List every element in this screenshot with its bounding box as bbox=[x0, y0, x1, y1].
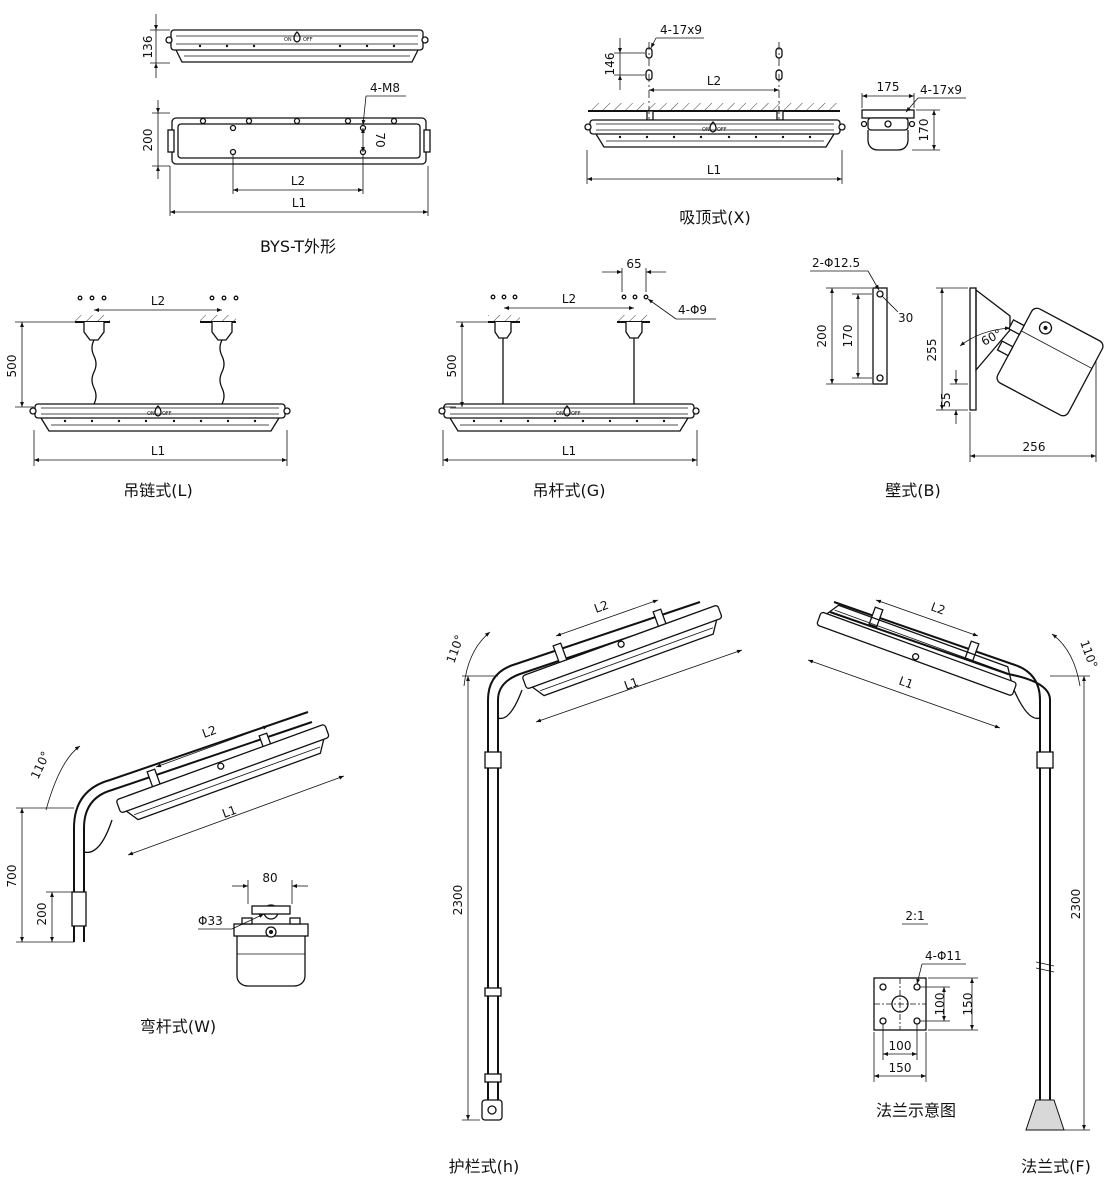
dim-wall-holes: 2-Φ12.5 bbox=[812, 256, 860, 270]
outline-side-view: ON OFF 136 bbox=[141, 14, 429, 78]
flange-l1: L1 bbox=[897, 674, 915, 692]
ceiling-l1: L1 bbox=[707, 163, 721, 177]
chain-switch-off: OFF bbox=[162, 411, 172, 417]
rod-switch-on: ON bbox=[556, 411, 564, 417]
dim-30: 30 bbox=[898, 311, 913, 325]
dim-100-h: 100 bbox=[889, 1039, 912, 1053]
chain-mount: L2 500 L1 吊链式(L) bbox=[5, 294, 291, 500]
dim-136: 136 bbox=[141, 36, 155, 59]
dim-ceiling-holes-side: 4-17x9 bbox=[920, 83, 962, 97]
dim-65: 65 bbox=[626, 257, 641, 271]
scale-label: 2:1 bbox=[905, 909, 924, 923]
dim-110-flange: 110° bbox=[1077, 638, 1100, 670]
dim-l1: L1 bbox=[292, 196, 306, 210]
dim-146: 146 bbox=[603, 53, 617, 76]
wall-mount: 2-Φ12.5 30 200 170 255 55 60° bbox=[810, 256, 1104, 500]
caption-rod: 吊杆式(G) bbox=[533, 481, 606, 500]
caption-guard: 护栏式(h) bbox=[449, 1157, 520, 1176]
dim-55: 55 bbox=[939, 392, 953, 407]
dim-170-wall: 170 bbox=[841, 325, 855, 348]
chain-l1: L1 bbox=[151, 444, 165, 458]
caption-flange: 法兰式(F) bbox=[1021, 1157, 1091, 1176]
bent-l2: L2 bbox=[200, 723, 218, 741]
dim-l2: L2 bbox=[291, 174, 305, 188]
dim-150-v: 150 bbox=[961, 993, 975, 1016]
flange-l2: L2 bbox=[929, 600, 947, 618]
caption-wall: 壁式(B) bbox=[885, 481, 940, 500]
guard-l1: L1 bbox=[622, 675, 640, 693]
caption-outline: BYS-T外形 bbox=[260, 237, 336, 256]
dim-150-h: 150 bbox=[889, 1061, 912, 1075]
caption-ceiling: 吸顶式(X) bbox=[679, 208, 750, 227]
ceiling-mount-side: 175 4-17x9 170 bbox=[860, 80, 966, 151]
chain-l2: L2 bbox=[151, 294, 165, 308]
guard-rail-mount: L2 L1 110° 2300 护栏式(h) bbox=[444, 598, 743, 1176]
dim-255: 255 bbox=[925, 339, 939, 362]
bent-l1: L1 bbox=[220, 803, 238, 821]
outline-top-view: 200 4-M8 70 L2 L1 BYS-T外形 bbox=[141, 81, 431, 256]
dim-200-wall: 200 bbox=[815, 325, 829, 348]
switch-on-label: ON bbox=[284, 37, 292, 43]
ceiling-switch-off: OFF bbox=[717, 127, 727, 133]
dim-110-bent: 110° bbox=[28, 749, 53, 781]
dim-110-guard: 110° bbox=[444, 633, 467, 665]
dim-ceiling-holes: 4-17x9 bbox=[660, 23, 702, 37]
caption-flange-detail: 法兰示意图 bbox=[876, 1101, 956, 1120]
flange-mount: L2 L1 110° 2300 法兰式(F) bbox=[807, 599, 1100, 1176]
ceiling-l2: L2 bbox=[707, 74, 721, 88]
dim-phi9: 4-Φ9 bbox=[678, 303, 707, 317]
rod-l1: L1 bbox=[562, 444, 576, 458]
flange-plate-detail: 2:1 4-Φ11 100 150 100 150 法兰示意图 bbox=[873, 909, 978, 1120]
rod-l2: L2 bbox=[562, 292, 576, 306]
dim-175: 175 bbox=[877, 80, 900, 94]
dim-700: 700 bbox=[5, 865, 19, 888]
dim-256: 256 bbox=[1023, 440, 1046, 454]
caption-bent: 弯杆式(W) bbox=[140, 1017, 216, 1036]
dim-500-chain: 500 bbox=[5, 355, 19, 378]
dim-200: 200 bbox=[141, 129, 155, 152]
switch-off-label: OFF bbox=[303, 37, 313, 43]
dim-70: 70 bbox=[373, 132, 387, 147]
dim-2300-flange: 2300 bbox=[1069, 889, 1083, 920]
rod-switch-off: OFF bbox=[571, 411, 581, 417]
rod-mount: L2 65 4-Φ9 500 L1 吊杆式(G) bbox=[438, 257, 716, 500]
dim-170-ceiling: 170 bbox=[917, 119, 931, 142]
dim-500-rod: 500 bbox=[445, 355, 459, 378]
chain-switch-on: ON bbox=[147, 411, 155, 417]
dim-flange-holes: 4-Φ11 bbox=[925, 949, 962, 963]
dim-2300-guard: 2300 bbox=[451, 885, 465, 916]
ceiling-mount-front: 4-17x9 146 L2 L1 bbox=[584, 23, 846, 184]
dim-4-m8: 4-M8 bbox=[370, 81, 400, 95]
dim-phi33: Φ33 bbox=[198, 914, 223, 928]
bent-rod-mount: L2 L1 110° 700 200 80 Φ33 弯杆式(W) bbox=[5, 711, 345, 1036]
caption-chain: 吊链式(L) bbox=[123, 481, 192, 500]
dim-80: 80 bbox=[262, 871, 277, 885]
guard-l2: L2 bbox=[592, 598, 610, 616]
ceiling-switch-on: ON bbox=[702, 127, 710, 133]
dim-200-bent: 200 bbox=[35, 903, 49, 926]
dim-100-v: 100 bbox=[933, 993, 947, 1016]
